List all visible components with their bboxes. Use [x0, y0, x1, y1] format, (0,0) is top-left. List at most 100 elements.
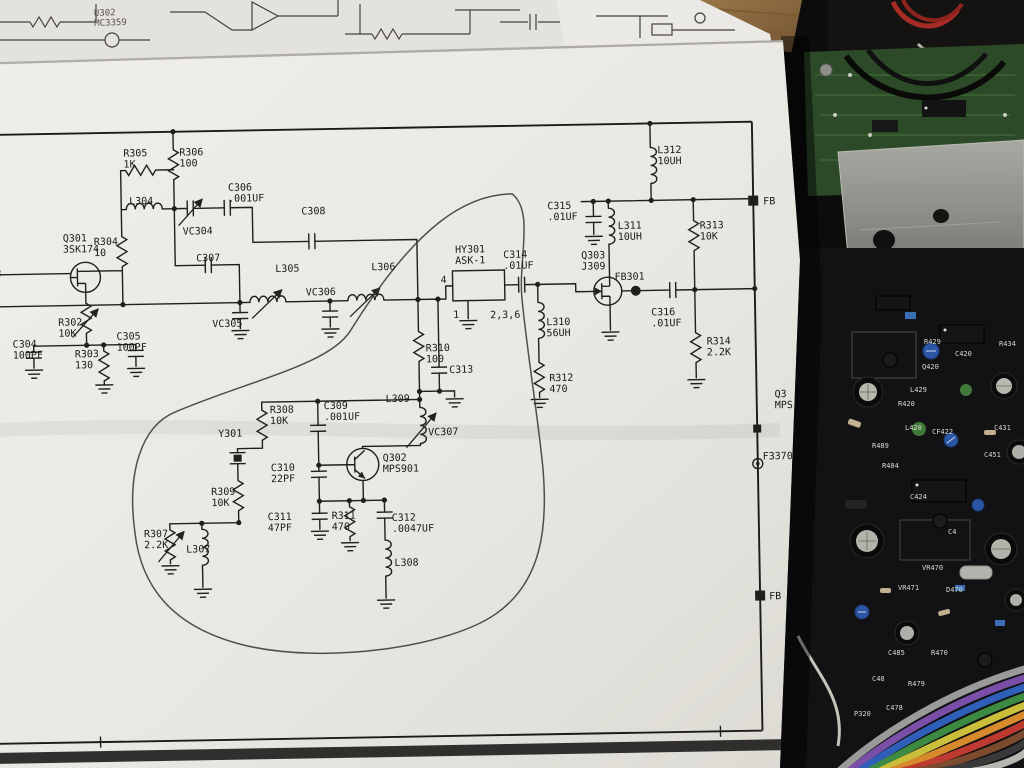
component-label: FB [763, 196, 775, 207]
component-label: CF422 [932, 428, 953, 436]
component-label: R3142.2K [707, 336, 731, 358]
component-label: R434 [999, 340, 1016, 348]
component-label: VR470 [922, 564, 943, 572]
fb-marker [755, 590, 766, 601]
component-label: R3051K [123, 148, 147, 170]
bracket-hole [873, 230, 895, 250]
component-label: R484 [882, 462, 899, 470]
ic-chips [875, 295, 985, 503]
component-label: C424 [910, 493, 927, 501]
black-cable [843, 54, 1007, 101]
ferrite-bead [845, 500, 867, 509]
component-label: HY301ASK-1 [455, 244, 485, 267]
component-label: L31110UH [618, 221, 642, 243]
schematic-wires [0, 122, 756, 599]
component-label: R420 [898, 400, 915, 408]
component-label: Q420 [922, 363, 939, 371]
component-label: R30910K [211, 487, 235, 509]
transistor-q302 [346, 447, 380, 482]
mono-capacitors [905, 312, 1005, 626]
black-cable [865, 48, 988, 87]
film-capacitor [912, 422, 926, 436]
component-label: R303130 [75, 349, 99, 371]
component-label: 303 [0, 269, 2, 280]
component-label: R311470 [332, 511, 356, 533]
component-label: VC307 [428, 427, 458, 439]
screw [819, 63, 833, 77]
red-wire [901, 0, 964, 23]
film-capacitor [960, 384, 972, 396]
component-label: R310100 [426, 343, 450, 365]
hand-drawn-highlight-loop [131, 193, 546, 655]
component-label: C309.001UF [324, 401, 361, 424]
transistor-q301 [69, 261, 102, 293]
component-label: R306100 [179, 147, 203, 169]
component-label: C48 [872, 675, 885, 683]
component-label: R479 [908, 680, 925, 688]
component-label: 4 [440, 275, 446, 286]
component-label: L305 [275, 264, 299, 275]
component-label: C485 [888, 649, 905, 657]
component-label: C31147PF [268, 512, 292, 534]
component-label: C312.0047UF [392, 512, 435, 535]
connector-dot [752, 457, 764, 470]
schematic-labels: R3051KR306100C306.001UFL304VC304C307C308… [0, 145, 793, 603]
component-label: C478 [886, 704, 903, 712]
printed-schematic: R3051KR306100C306.001UFL304VC304C307C308… [0, 120, 796, 765]
crystal-y301 [229, 451, 246, 465]
component-label: Q3013SK174 [63, 233, 100, 256]
component-label: C305100PF [116, 331, 146, 354]
component-label: VR471 [898, 584, 919, 592]
ribbon-cable [837, 665, 1024, 768]
component-label: R3072.2K [144, 529, 168, 551]
component-label: C304100PF [13, 339, 43, 362]
component-label: C306.001UF [228, 182, 265, 205]
schematic-paper: R3051KR306100C306.001UFL304VC304C307C308… [0, 40, 800, 768]
component-label: D470 [946, 586, 963, 594]
resistors [847, 418, 996, 617]
component-label: R30210K [58, 317, 82, 339]
ic-chip [922, 100, 966, 117]
component-label: C313 [449, 365, 473, 376]
electrolytic-capacitors [849, 372, 1024, 646]
component-label: L31056UH [546, 317, 570, 339]
component-label: R30810K [270, 405, 294, 427]
crystal-can [959, 565, 993, 580]
component-label: FB [769, 591, 781, 602]
component-label: Q303J309 [581, 250, 605, 272]
component-label: C314.01UF [503, 249, 533, 272]
component-label: C31022PF [271, 463, 295, 485]
page-bottom-edge [0, 738, 796, 765]
topsheet-labels: U302MC3359 [94, 8, 127, 29]
component-label: L429 [910, 386, 927, 394]
ic-chip [872, 120, 898, 132]
component-label: R429 [924, 338, 941, 346]
component-label: VC306 [306, 287, 336, 299]
component-label: Q3MPS [775, 389, 793, 411]
component-label: C316.01UF [651, 307, 681, 330]
component-label: R470 [931, 649, 948, 657]
component-label: F3370 [763, 451, 793, 463]
component-label: L309 [386, 394, 410, 405]
bracket-hole [933, 209, 949, 223]
component-label: 2,3,6 [490, 310, 520, 322]
component-label: Y301 [218, 429, 242, 440]
hy301-filter-box [451, 269, 506, 302]
trimmer-capacitors [854, 342, 985, 620]
component-label: L31210UH [657, 145, 681, 167]
component-label: C451 [984, 451, 1001, 459]
component-label: R312470 [549, 373, 573, 395]
component-label: L306 [371, 262, 395, 273]
transistors [882, 352, 993, 668]
component-label: L304 [129, 196, 153, 207]
component-label: R30410 [94, 237, 118, 259]
component-label: U302MC3359 [94, 8, 127, 29]
component-label: C308 [301, 206, 325, 217]
transistor-q303 [593, 276, 623, 306]
junction-dots [84, 120, 758, 526]
component-label: C307 [196, 253, 220, 264]
